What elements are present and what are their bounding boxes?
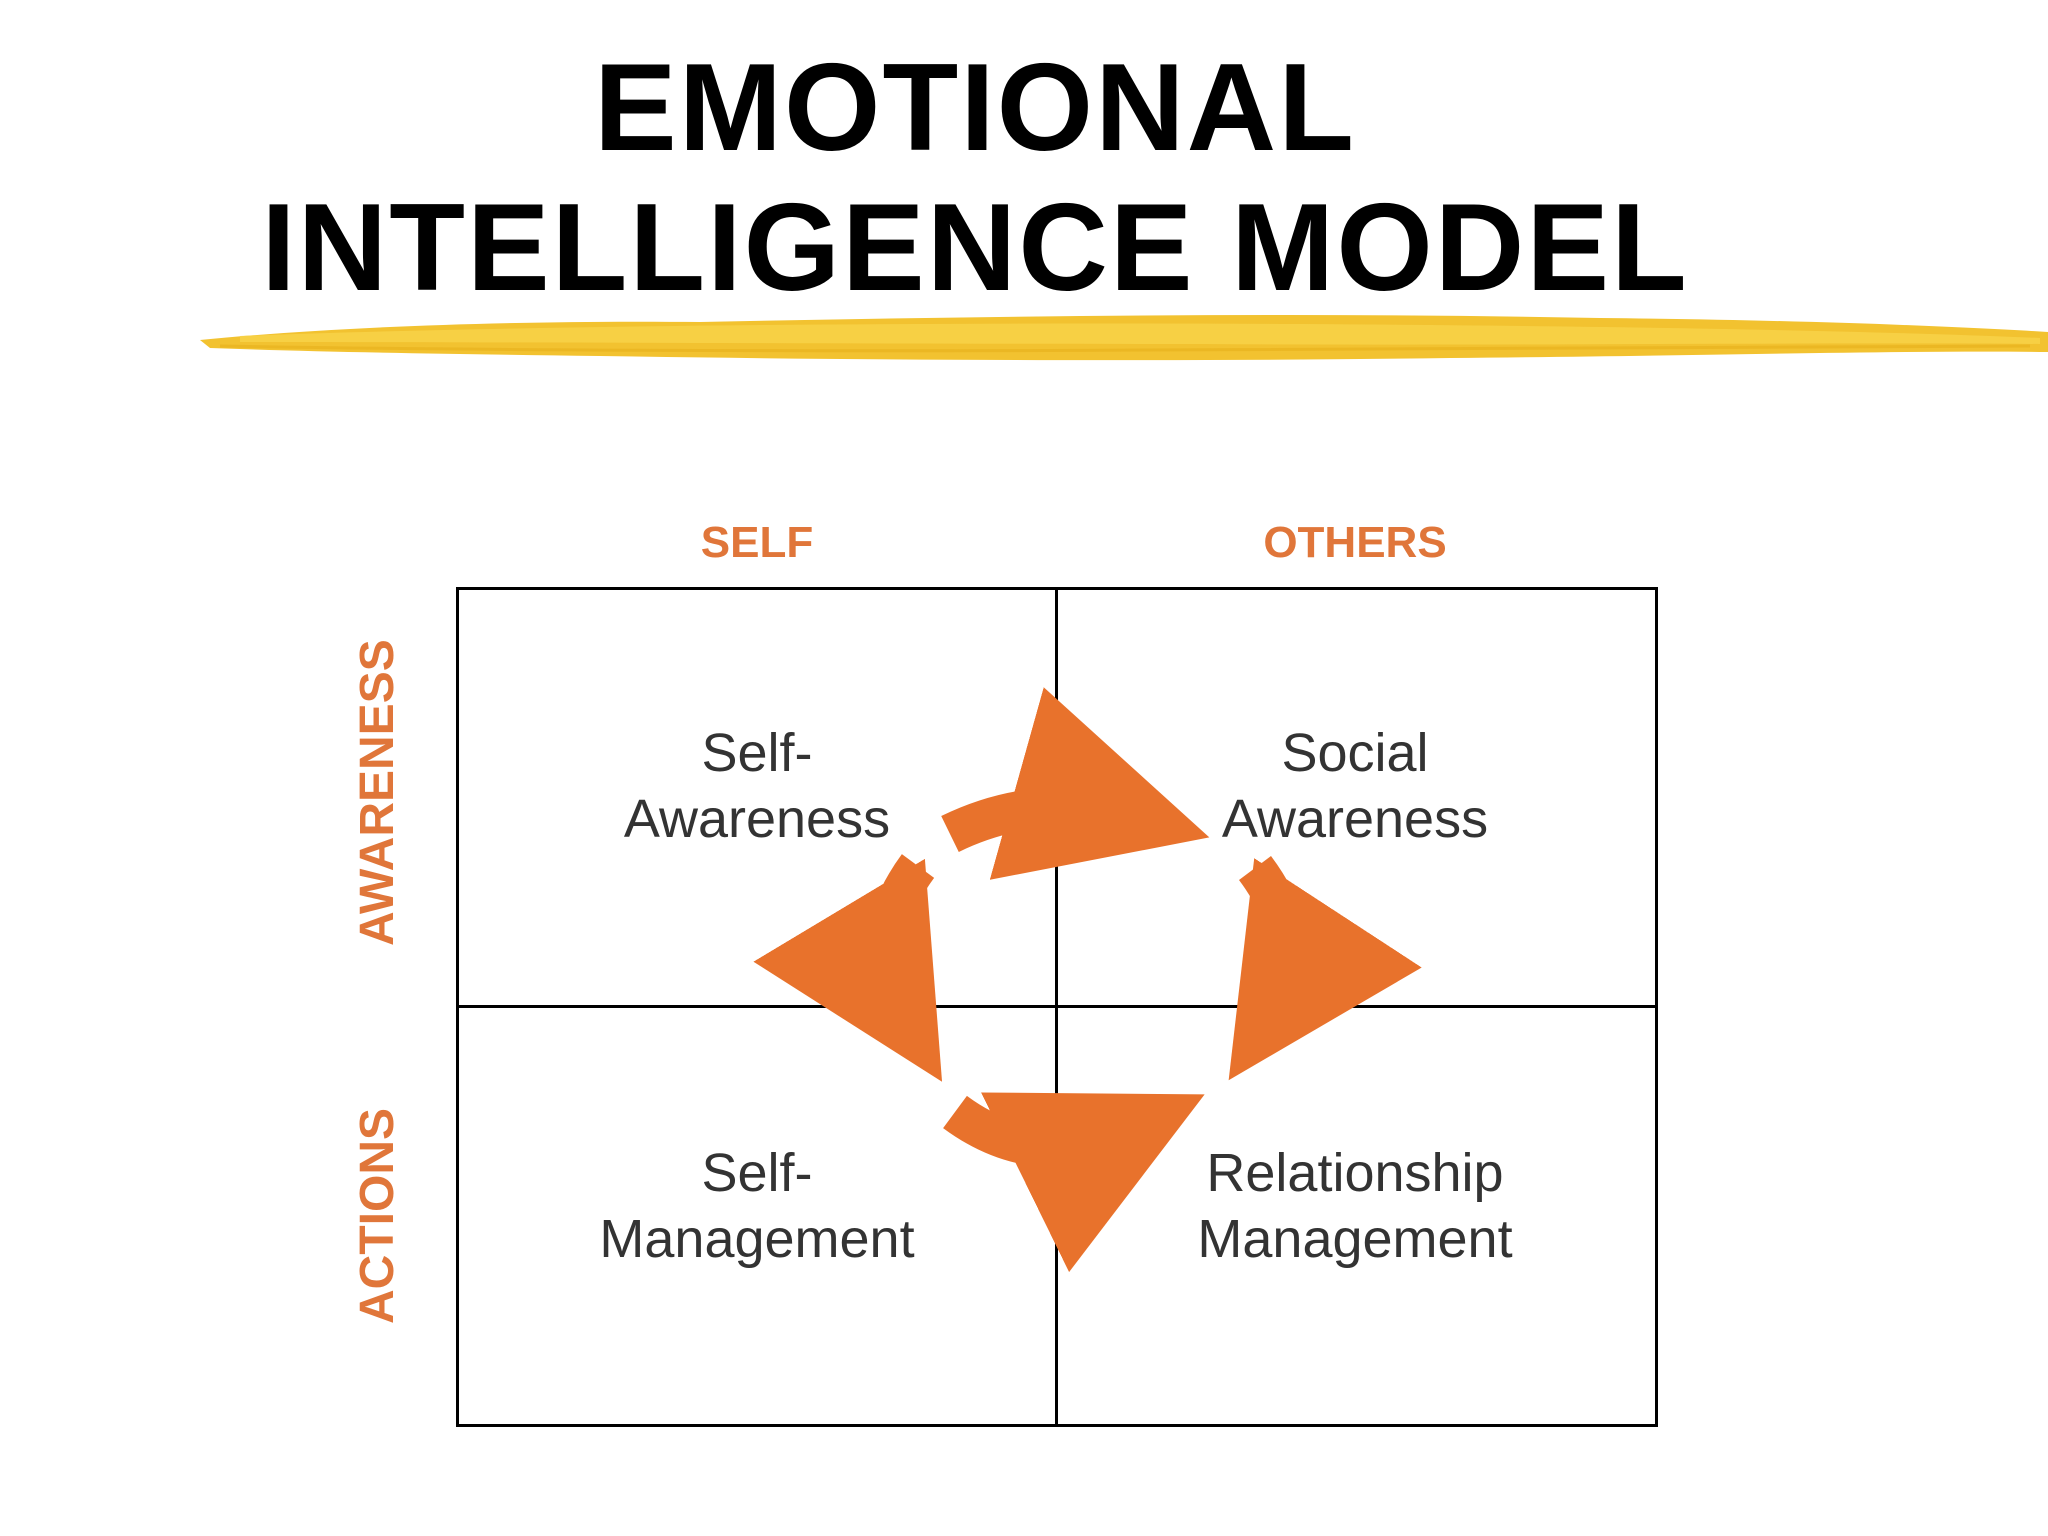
quadrant-self-awareness-line-1: Self-	[701, 723, 813, 783]
row-header-awareness: AWARENESS	[351, 639, 404, 946]
column-header-others: OTHERS	[1263, 518, 1447, 567]
column-header-self: SELF	[700, 518, 814, 567]
highlighter-underline	[200, 315, 2048, 361]
quadrant-self-management-line-2: Management	[599, 1209, 915, 1269]
quadrant-self-management-line-1: Self-	[701, 1143, 813, 1203]
quadrant-social-awareness-line-2: Awareness	[1221, 789, 1489, 849]
quadrant-self-awareness-line-2: Awareness	[623, 789, 891, 849]
grid-horizontal-divider	[456, 1005, 1658, 1008]
title-line-2: INTELLIGENCE MODEL	[261, 179, 1689, 317]
quadrant-social-awareness-line-1: Social	[1281, 723, 1429, 783]
quadrant-social-awareness: Social Awareness	[1145, 720, 1565, 852]
quadrant-relationship-management: Relationship Management	[1145, 1140, 1565, 1272]
quadrant-self-management: Self- Management	[547, 1140, 967, 1272]
row-header-actions: ACTIONS	[351, 1108, 404, 1324]
quadrant-relationship-management-line-1: Relationship	[1206, 1143, 1504, 1203]
quadrant-relationship-management-line-2: Management	[1197, 1209, 1513, 1269]
quadrant-self-awareness: Self- Awareness	[547, 720, 967, 852]
title-line-1: EMOTIONAL	[594, 39, 1356, 177]
page-title: EMOTIONAL INTELLIGENCE MODEL	[0, 38, 1950, 318]
